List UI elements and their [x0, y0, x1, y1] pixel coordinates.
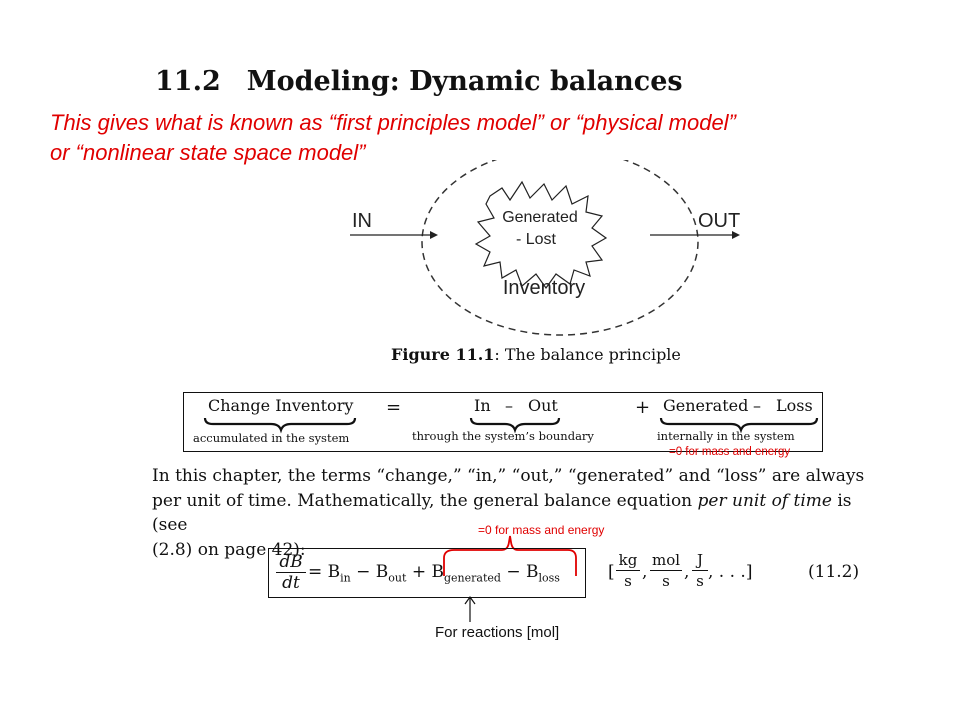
minus-sign: – [505, 396, 513, 415]
figure-label: Figure 11.1 [391, 345, 495, 364]
rhs-b-loss: − B [500, 562, 539, 582]
unit-mol-num: mol [650, 551, 682, 571]
loss-term: Loss [776, 396, 813, 415]
paragraph-line-2a: per unit of time. Mathematically, the ge… [152, 490, 698, 511]
figure-caption: Figure 11.1: The balance principle [391, 345, 681, 364]
unit-mol-den: s [662, 572, 670, 590]
red-brace-path [443, 535, 577, 576]
sub-loss: loss [538, 571, 560, 585]
rhs-b-out: − B [350, 562, 389, 582]
unit-kg-num: kg [616, 550, 640, 571]
section-title: 11.2 Modeling: Dynamic balances [155, 66, 683, 97]
out-label: OUT [698, 210, 740, 232]
rhs-expression: = Bin − Bout + Bgenerated − Bloss [308, 562, 560, 584]
mass-energy-annotation-eq: =0 for mass and energy [478, 523, 605, 537]
boundary-label: through the system’s boundary [412, 429, 594, 443]
lost-label: - Lost [516, 231, 557, 248]
balance-equation-box [183, 392, 823, 452]
sub-out: out [388, 571, 407, 585]
underbrace-inout [469, 417, 561, 434]
unit-comma-2: , [684, 562, 690, 582]
reactions-arrow-head [464, 595, 476, 605]
section-title-text: Modeling: Dynamic balances [246, 66, 683, 97]
out-term: Out [528, 396, 558, 415]
in-arrow-head [430, 231, 438, 239]
system-boundary-ellipse [421, 160, 699, 336]
lhs-fraction: dB dt [276, 552, 306, 593]
paragraph-line-2: per unit of time. Mathematically, the ge… [152, 489, 872, 538]
unit-open-bracket: [ [608, 562, 615, 582]
unit-mol-fraction: mol s [650, 550, 682, 591]
equation-number: (11.2) [808, 562, 860, 582]
plus-sign: + [635, 397, 650, 418]
unit-close: , . . .] [708, 562, 753, 582]
unit-comma-1: , [642, 562, 648, 582]
figure-caption-text: : The balance principle [494, 345, 681, 364]
lhs-numerator: dB [276, 552, 306, 573]
change-inventory-term: Change Inventory [208, 396, 353, 415]
generated-label: Generated [502, 209, 578, 226]
balance-diagram: Generated - Lost IN OUT Inventory [350, 160, 740, 336]
unit-j-den: s [696, 572, 704, 590]
accumulated-label: accumulated in the system [193, 431, 349, 445]
lhs-denominator: dt [282, 573, 300, 593]
unit-kg-den: s [624, 572, 632, 590]
paragraph-line-2c: is (see [152, 490, 852, 536]
body-paragraph: In this chapter, the terms “change,” “in… [152, 464, 872, 562]
unit-j-fraction: J s [692, 550, 708, 591]
paragraph-emphasis: per unit of time [697, 490, 832, 511]
in-label: IN [352, 210, 372, 232]
balance-equation-math-box [268, 548, 586, 598]
generated-starburst [474, 180, 608, 290]
reactions-annotation: For reactions [mol] [435, 624, 560, 641]
internally-label: internally in the system [657, 429, 795, 443]
red-note-line-1: This gives what is known as “first princ… [50, 110, 736, 135]
balance-equation-content: Change Inventory = In – Out + Generated … [193, 396, 819, 458]
red-note: This gives what is known as “first princ… [50, 108, 930, 168]
sub-in: in [340, 571, 351, 585]
red-note-line-2: or “nonlinear state space model” [50, 140, 366, 165]
underbrace-generated [659, 417, 819, 434]
rhs-b-gen: + B [406, 562, 444, 582]
in-term: In [474, 396, 491, 415]
generated-term: Generated [663, 396, 748, 415]
reactions-arrow [464, 595, 476, 622]
inventory-label: Inventory [503, 277, 585, 299]
rhs-b-in: = B [308, 562, 341, 582]
mass-energy-annotation-box: =0 for mass and energy [669, 446, 790, 458]
equals-sign: = [386, 397, 401, 418]
unit-j-num: J [692, 550, 708, 571]
paragraph-line-1: In this chapter, the terms “change,” “in… [152, 466, 865, 486]
section-number: 11.2 [155, 66, 221, 97]
unit-kg-fraction: kg s [616, 550, 640, 591]
red-brace [443, 535, 577, 576]
out-arrow-head [732, 231, 740, 239]
paragraph-line-3: (2.8) on page 42): [152, 539, 306, 560]
sub-generated: generated [443, 571, 501, 585]
minus-sign-2: – [753, 396, 761, 415]
underbrace-change [203, 417, 357, 434]
